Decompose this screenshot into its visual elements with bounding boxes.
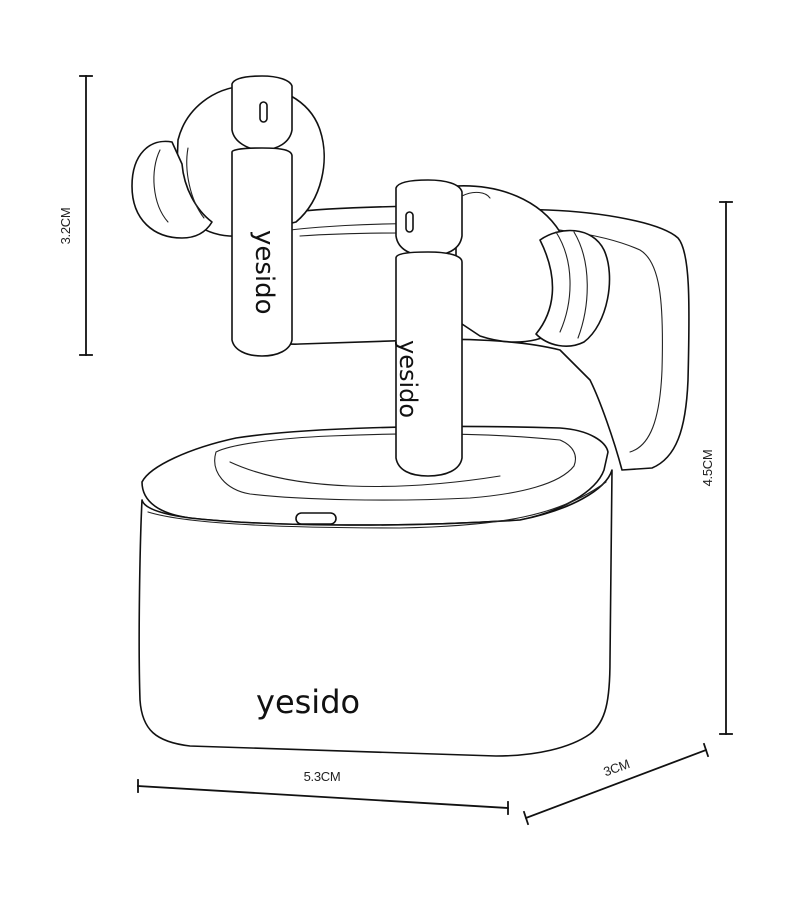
dim-case-height: 4.5CM — [700, 201, 733, 735]
label-case-depth: 3CM — [601, 756, 631, 779]
left-earbud-logo: yesido — [249, 230, 279, 315]
case-logo: yesido — [256, 683, 360, 721]
case-body — [138, 425, 613, 757]
label-case-height: 4.5CM — [700, 450, 715, 487]
dim-case-depth: 3CM — [522, 742, 710, 826]
label-case-width: 5.3CM — [304, 769, 341, 784]
case-button — [295, 512, 337, 525]
dim-earbud-height: 3.2CM — [58, 75, 93, 356]
right-earbud — [395, 179, 611, 477]
right-earbud-logo: yesido — [394, 340, 422, 418]
dim-case-width: 5.3CM — [137, 769, 509, 815]
label-earbud-height: 3.2CM — [58, 208, 73, 245]
left-earbud — [131, 75, 325, 357]
